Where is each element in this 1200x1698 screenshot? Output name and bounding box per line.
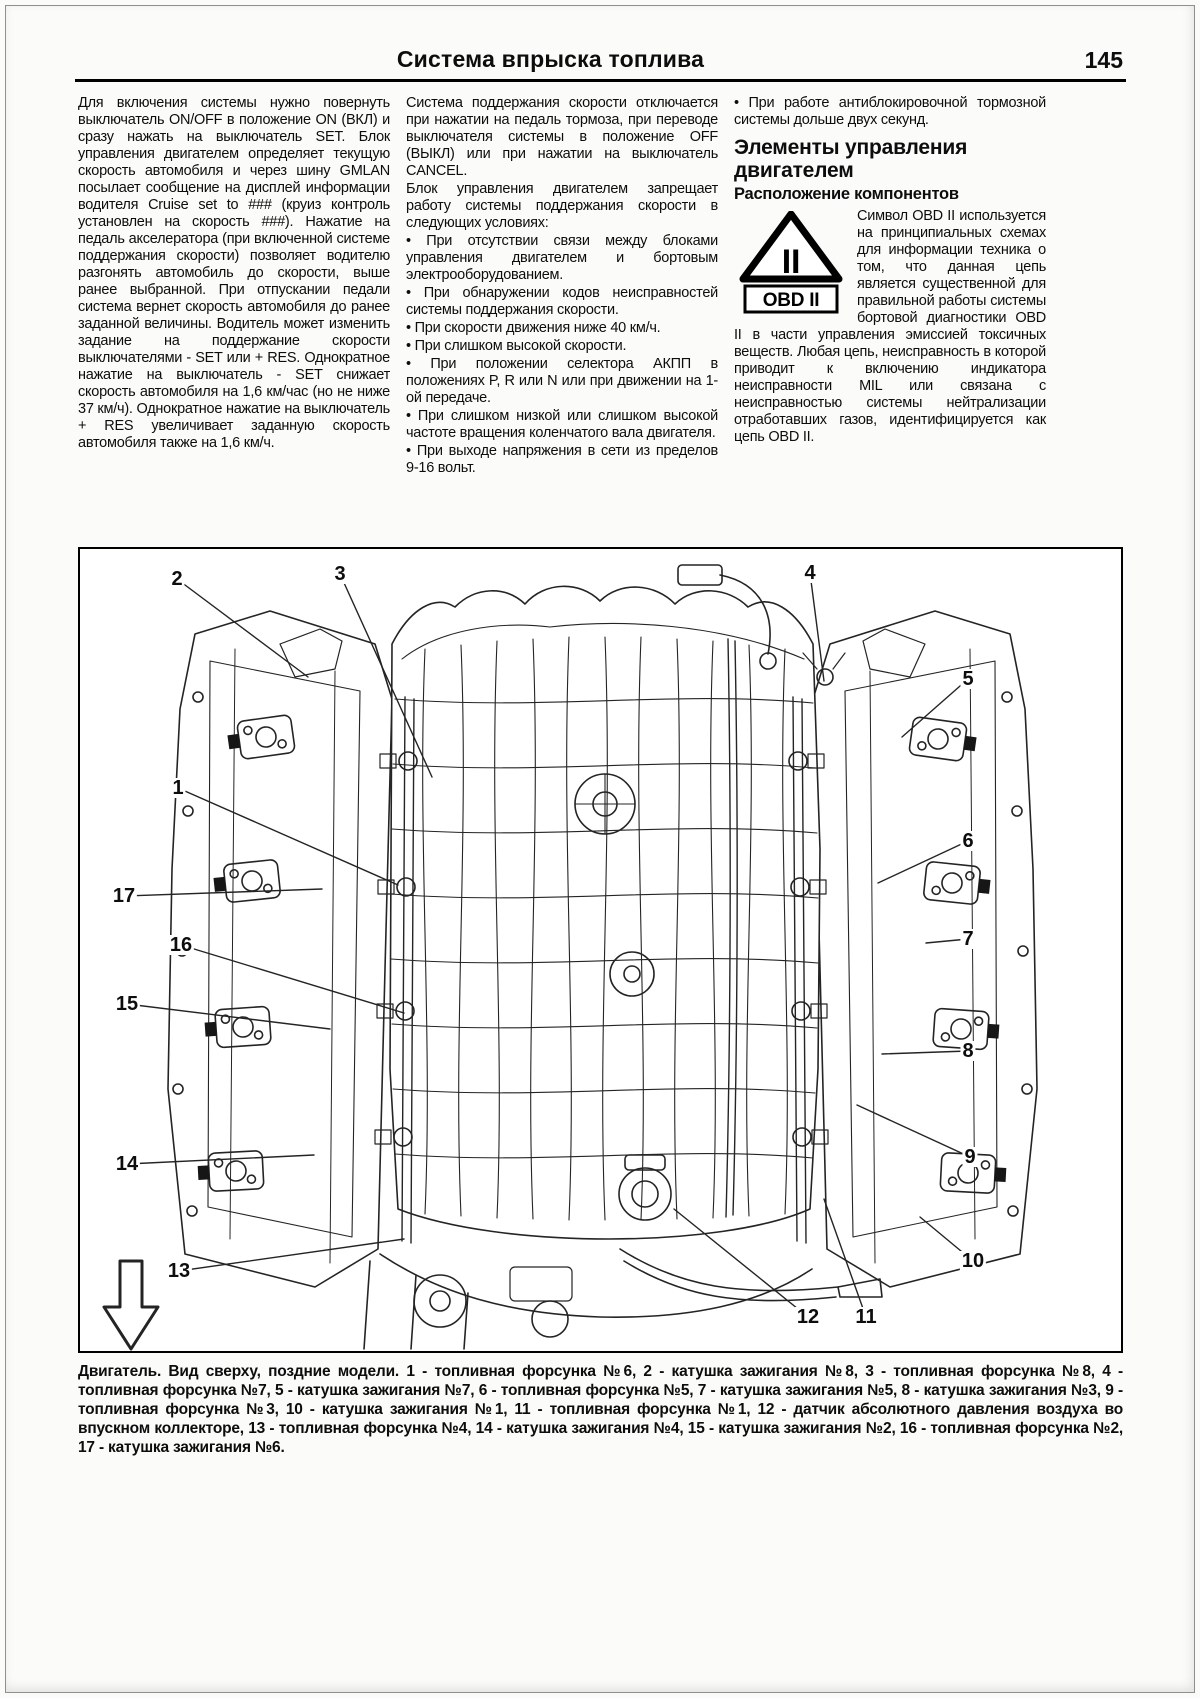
figure-callout-15: 15: [113, 993, 141, 1015]
figure-callout-14: 14: [113, 1153, 141, 1175]
figure-callout-10: 10: [959, 1250, 987, 1272]
obd2-triangle: [739, 211, 843, 283]
figure-callout-5: 5: [960, 668, 976, 690]
figure-callout-12: 12: [794, 1306, 822, 1328]
text-column-3: • При работе антиблокировочной тормозной…: [734, 95, 1046, 446]
figure-caption: Двигатель. Вид сверху, поздние модели. 1…: [78, 1363, 1123, 1456]
text-column-1: Для включения системы нужно повернуть вы…: [78, 95, 390, 452]
header-rule: [75, 79, 1126, 82]
section-heading: Элементы управления двигателем: [734, 136, 968, 182]
figure-callout-7: 7: [960, 928, 976, 950]
obd2-triangle-label: II: [782, 243, 800, 281]
figure-callout-2: 2: [169, 568, 185, 590]
down-arrow-icon: [102, 1259, 160, 1351]
paragraph: Система поддержания скорости отключается…: [406, 95, 718, 179]
bullet-item: • При положении селектора АКПП в положен…: [406, 356, 718, 406]
bullet-item: • При скорости движения ниже 40 км/ч.: [406, 320, 661, 336]
paragraph: Блок управления двигателем запрещает раб…: [406, 181, 718, 231]
paragraph: Символ OBD II используется на принципиал…: [734, 208, 1046, 445]
page-title: Система впрыска топлива: [396, 46, 705, 72]
figure-callout-9: 9: [962, 1146, 978, 1168]
bullet-item: • При слишком высокой скорости.: [406, 338, 627, 354]
bullet-item: • При отсутствии связи между блоками упр…: [406, 233, 718, 283]
engine-top-view-drawing: [102, 564, 1038, 1351]
page-number: 145: [1084, 47, 1123, 73]
bullet-item: • При выходе напряжения в сети из предел…: [406, 443, 718, 476]
figure-callout-11: 11: [853, 1306, 879, 1328]
bullet-item: • При обнаружении кодов неисправностей с…: [406, 285, 718, 318]
bullet-item: • При слишком низкой или слишком высокой…: [406, 408, 718, 441]
figure-callout-13: 13: [165, 1260, 193, 1282]
obd2-box: [743, 284, 839, 314]
figure-callout-3: 3: [332, 563, 348, 585]
figure-callout-1: 1: [170, 777, 186, 799]
figure-callout-16: 16: [167, 934, 195, 956]
subsection-heading: Расположение компонентов: [734, 185, 959, 203]
bullet-item: • При работе антиблокировочной тормозной…: [734, 95, 1046, 128]
figure-callout-8: 8: [960, 1040, 976, 1062]
text-columns: Для включения системы нужно повернуть вы…: [78, 95, 1123, 533]
figure-callout-6: 6: [960, 830, 976, 852]
figure-callout-4: 4: [802, 562, 818, 584]
obd2-symbol: II OBD II: [734, 211, 848, 315]
obd2-paragraph-block: II OBD II Символ OBD II используется на …: [734, 208, 1046, 446]
figure-callout-17: 17: [110, 885, 138, 907]
callout-leader-lines: [123, 572, 974, 1318]
engine-diagram-figure: 1 2 3 4 5 6 7 8 9 10 11 12 13 14 15 16 1…: [78, 547, 1123, 1353]
page-header: Система впрыска топлива 145: [75, 46, 1126, 83]
obd2-symbol-drawing: II OBD II: [739, 211, 843, 314]
obd2-box-label: OBD II: [763, 290, 820, 311]
text-column-2: Система поддержания скорости отключается…: [406, 95, 718, 477]
paragraph: Для включения системы нужно повернуть вы…: [78, 95, 390, 451]
